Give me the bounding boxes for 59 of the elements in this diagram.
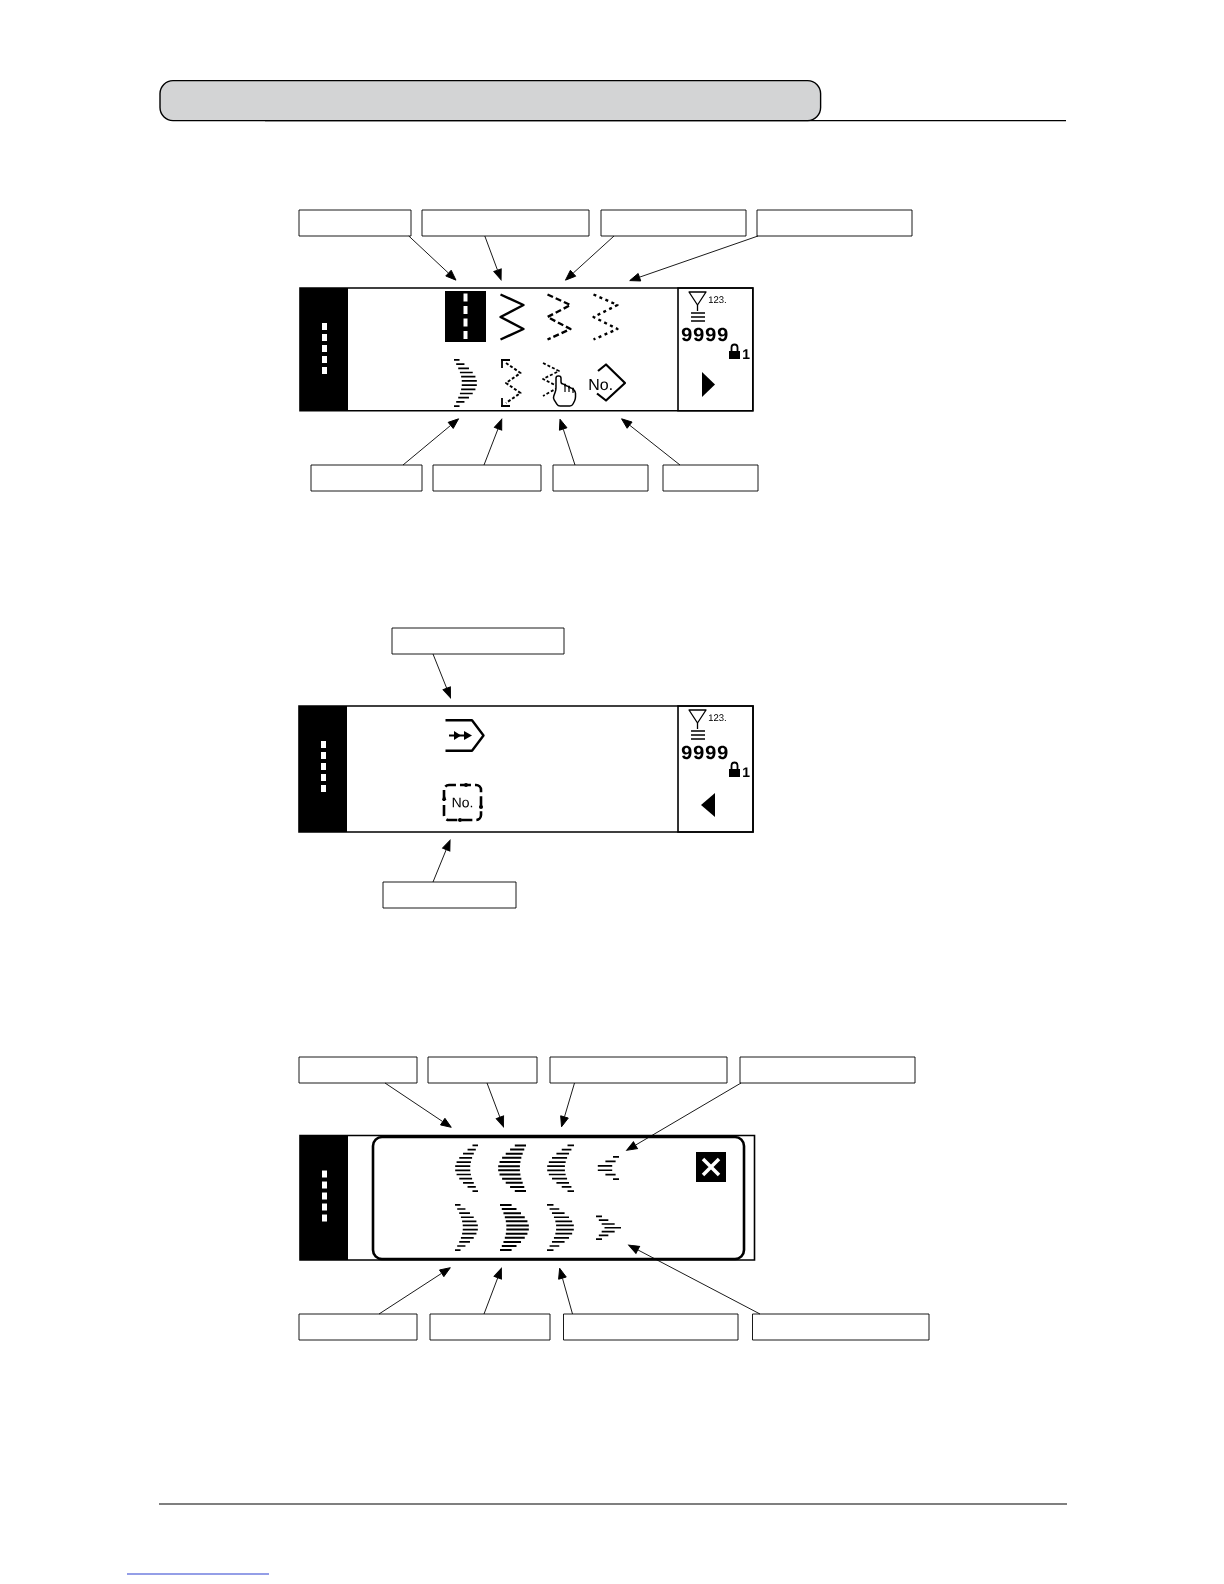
leader-arrow bbox=[432, 653, 451, 699]
leader-arrow bbox=[626, 1082, 742, 1151]
callout-box bbox=[549, 1056, 728, 1084]
lock-number: 1 bbox=[743, 349, 750, 359]
leader-arrow bbox=[408, 235, 457, 281]
crescent-icon bbox=[546, 1144, 575, 1192]
callout-box bbox=[427, 1056, 538, 1084]
leader-arrow bbox=[484, 235, 502, 281]
leader-arrow bbox=[384, 1082, 452, 1128]
crescent-icon bbox=[454, 1144, 479, 1192]
callout-box bbox=[432, 464, 542, 492]
leader-arrow bbox=[558, 1267, 573, 1315]
callout-box bbox=[382, 881, 517, 909]
double-arrow-icon bbox=[445, 719, 485, 752]
crescent-icon bbox=[595, 1215, 622, 1240]
callout-box bbox=[391, 627, 565, 655]
leader-arrow bbox=[483, 1267, 502, 1315]
leader-arrow bbox=[559, 418, 576, 466]
callout-box bbox=[310, 464, 423, 492]
leader-arrow bbox=[565, 235, 615, 281]
leader-arrow bbox=[560, 1082, 575, 1128]
crescent-icon bbox=[453, 359, 478, 407]
crescent-icon bbox=[499, 1203, 530, 1252]
callout-box bbox=[552, 464, 649, 492]
callout-box bbox=[756, 209, 913, 237]
callout-box bbox=[563, 1313, 739, 1341]
crescent-icon bbox=[497, 1144, 527, 1193]
counter-value: 9999 bbox=[681, 327, 728, 342]
callout-box bbox=[739, 1056, 916, 1084]
counter-label: 123. bbox=[708, 714, 726, 722]
counter-label: 123. bbox=[708, 296, 726, 304]
callout-box bbox=[662, 464, 759, 492]
dialog-frame bbox=[371, 1135, 746, 1261]
zigzag-icon bbox=[546, 293, 572, 341]
callout-box bbox=[298, 209, 412, 237]
crescent-icon bbox=[596, 1156, 620, 1180]
leader-arrow bbox=[378, 1267, 451, 1315]
bracket-zigzag-icon bbox=[500, 359, 522, 407]
leader-arrow bbox=[486, 1082, 505, 1128]
callout-box bbox=[429, 1313, 551, 1341]
leader-arrow bbox=[621, 418, 681, 466]
counter-value: 9999 bbox=[681, 745, 728, 760]
zigzag-icon bbox=[592, 293, 619, 341]
callout-box bbox=[298, 1056, 418, 1084]
straight-stitch-icon bbox=[445, 291, 486, 342]
callout-box bbox=[600, 209, 747, 237]
callout-box bbox=[298, 1313, 418, 1341]
leader-arrow bbox=[629, 235, 759, 282]
crescent-icon bbox=[546, 1204, 575, 1251]
zigzag-icon bbox=[499, 293, 525, 341]
leader-arrow bbox=[432, 839, 451, 883]
lock-number: 1 bbox=[743, 767, 750, 777]
callout-box bbox=[752, 1313, 930, 1341]
leader-arrow bbox=[402, 418, 460, 466]
leader-arrow bbox=[628, 1244, 761, 1315]
leader-arrow bbox=[483, 418, 503, 466]
zigzag-hand-icon bbox=[542, 362, 577, 407]
callout-box bbox=[421, 209, 590, 237]
crescent-icon bbox=[454, 1204, 479, 1251]
